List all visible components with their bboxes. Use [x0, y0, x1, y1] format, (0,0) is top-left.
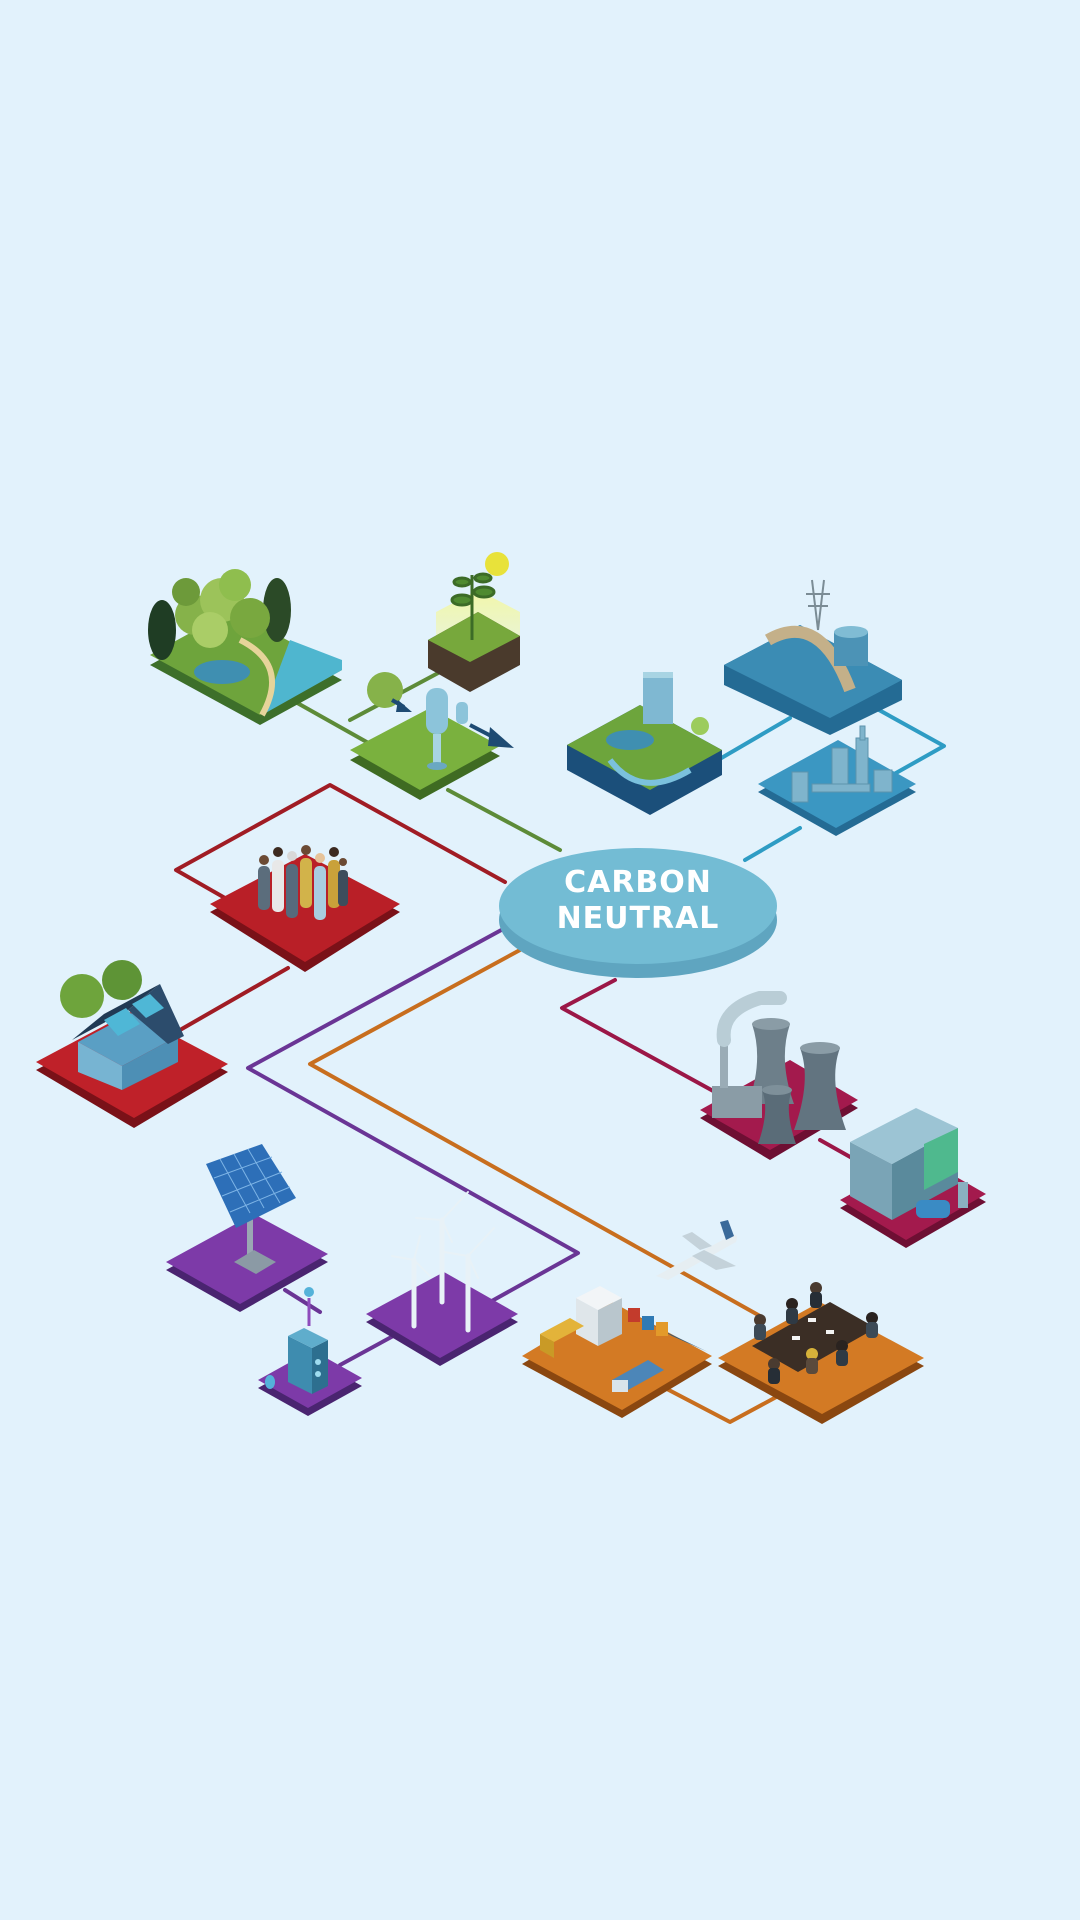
blue-connector-hub	[743, 826, 802, 862]
battery-storage-node[interactable]	[258, 1287, 362, 1416]
roof-solar-panel-icon	[104, 1008, 140, 1036]
crimson-connector-power	[560, 978, 717, 1094]
connector-lines	[174, 670, 946, 1424]
red-connector-loop	[174, 783, 507, 904]
carbon-capture-node[interactable]	[350, 672, 514, 800]
forest-lake-node[interactable]	[148, 569, 342, 725]
carbon-capture-icon	[426, 688, 468, 770]
power-pylon-icon	[806, 579, 830, 631]
plant-sunlight-icon	[450, 572, 496, 640]
hub-label-line2: NEUTRAL	[557, 901, 720, 936]
arrow-icons	[390, 698, 514, 748]
plant-sunlight-node[interactable]	[428, 552, 520, 692]
green-connector-hub	[446, 788, 562, 852]
airplane-icon	[656, 1220, 738, 1280]
solar-house-node[interactable]	[36, 960, 228, 1128]
boardroom-meeting-node[interactable]	[718, 1282, 924, 1424]
airplane-node[interactable]	[656, 1220, 738, 1280]
people-group-node[interactable]	[210, 845, 400, 972]
hydro-dam-icon	[765, 625, 856, 693]
blue-connector-dam-refinery	[868, 703, 946, 784]
hub-label-line1: CARBON	[564, 865, 712, 900]
logistics-port-icon	[540, 1286, 708, 1392]
orange-connector-main	[308, 948, 762, 1318]
purple-connector-main	[246, 926, 580, 1304]
ev-car-icon	[916, 1200, 950, 1218]
solar-panel-node[interactable]	[166, 1144, 328, 1312]
carbon-neutral-hub[interactable]: CARBON NEUTRAL	[499, 848, 777, 978]
boardroom-meeting-icon	[752, 1282, 878, 1384]
logistics-port-node[interactable]	[522, 1286, 712, 1418]
hydro-dam-node[interactable]	[724, 579, 902, 735]
solar-house-icon	[72, 984, 184, 1090]
wind-turbines-node[interactable]	[366, 1191, 518, 1366]
blue-connector-storage	[716, 716, 792, 762]
office-ev-charging-icon	[850, 1108, 968, 1220]
power-plant-icon	[712, 991, 846, 1144]
battery-storage-icon	[265, 1287, 328, 1394]
purple-connector-solar-battery	[283, 1288, 322, 1314]
forest-lake-icon	[194, 660, 250, 684]
red-connector-house	[178, 966, 290, 1032]
underground-storage-icon	[643, 672, 709, 735]
refinery-icon	[791, 725, 893, 803]
trees-icon	[148, 569, 291, 660]
wind-turbines-icon	[391, 1191, 495, 1333]
purple-connector-battery-wind	[338, 1333, 397, 1367]
refinery-node[interactable]	[758, 725, 916, 836]
power-plant-node[interactable]	[700, 991, 858, 1160]
orange-connector-bottom	[663, 1386, 782, 1424]
underground-storage-node[interactable]	[567, 672, 722, 815]
people-group-icon	[258, 845, 348, 920]
crimson-connector-office	[818, 1138, 854, 1160]
sun-icon	[485, 552, 509, 576]
solar-panel-icon	[206, 1144, 296, 1228]
office-ev-charging-node[interactable]	[840, 1108, 986, 1248]
green-connector-forest	[290, 698, 374, 747]
